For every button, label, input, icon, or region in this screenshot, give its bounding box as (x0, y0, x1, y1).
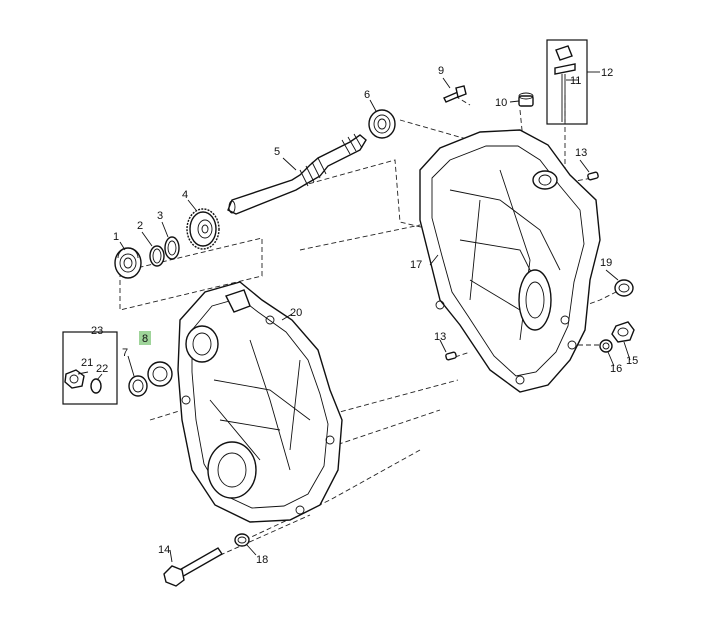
bearing-part-8[interactable] (147, 361, 173, 387)
pin-part-13-lower[interactable] (445, 351, 457, 361)
callout-15[interactable]: 15 (626, 355, 638, 367)
callout-5[interactable]: 5 (274, 146, 280, 158)
dipstick-assembly-box (546, 39, 588, 125)
callout-6[interactable]: 6 (364, 89, 370, 101)
callout-20[interactable]: 20 (290, 307, 302, 319)
callout-21[interactable]: 21 (81, 357, 93, 369)
highlight-marker-8 (139, 331, 151, 345)
callout-4[interactable]: 4 (182, 189, 188, 201)
gear-part-4[interactable] (186, 208, 220, 250)
shaft-part-5[interactable] (227, 133, 367, 215)
callout-23[interactable]: 23 (91, 325, 103, 337)
callout-1[interactable]: 1 (113, 231, 119, 243)
pin-part-13-upper[interactable] (587, 171, 599, 181)
snap-ring-part-2[interactable] (149, 245, 165, 267)
callout-labels: 1 2 3 4 5 6 7 8 9 10 11 12 13 13 14 15 1… (81, 65, 638, 566)
callout-16[interactable]: 16 (610, 363, 622, 375)
bearing-part-1[interactable] (114, 247, 142, 279)
leader-lines (77, 71, 631, 563)
sleeve-part-18[interactable] (234, 533, 250, 547)
callout-22[interactable]: 22 (96, 363, 108, 375)
callout-3[interactable]: 3 (157, 210, 163, 222)
callout-18[interactable]: 18 (256, 554, 268, 566)
callout-14[interactable]: 14 (158, 544, 170, 556)
bearing-part-6[interactable] (368, 109, 396, 139)
callout-7[interactable]: 7 (122, 347, 128, 359)
plug-assembly-box (62, 331, 118, 405)
washer-part-3[interactable] (164, 236, 180, 260)
callout-10[interactable]: 10 (495, 97, 507, 109)
fitting-part-10[interactable] (518, 92, 534, 107)
callout-17[interactable]: 17 (410, 259, 422, 271)
right-housing-part-17[interactable] (419, 129, 601, 393)
callout-13-lower[interactable]: 13 (434, 331, 446, 343)
drain-plug-part-15[interactable] (611, 321, 635, 343)
washer-part-16[interactable] (599, 339, 613, 353)
bolt-part-9[interactable] (443, 85, 467, 103)
callout-8[interactable]: 8 (142, 333, 148, 345)
bolt-part-14[interactable] (163, 547, 223, 587)
callout-13-upper[interactable]: 13 (575, 147, 587, 159)
left-housing-part-20[interactable] (177, 281, 343, 523)
seal-part-7[interactable] (128, 375, 148, 397)
callout-9[interactable]: 9 (438, 65, 444, 77)
callout-12[interactable]: 12 (601, 67, 613, 79)
plug-part-19[interactable] (614, 279, 634, 297)
callout-2[interactable]: 2 (137, 220, 143, 232)
callout-11[interactable]: 11 (570, 75, 581, 87)
callout-19[interactable]: 19 (600, 257, 612, 269)
